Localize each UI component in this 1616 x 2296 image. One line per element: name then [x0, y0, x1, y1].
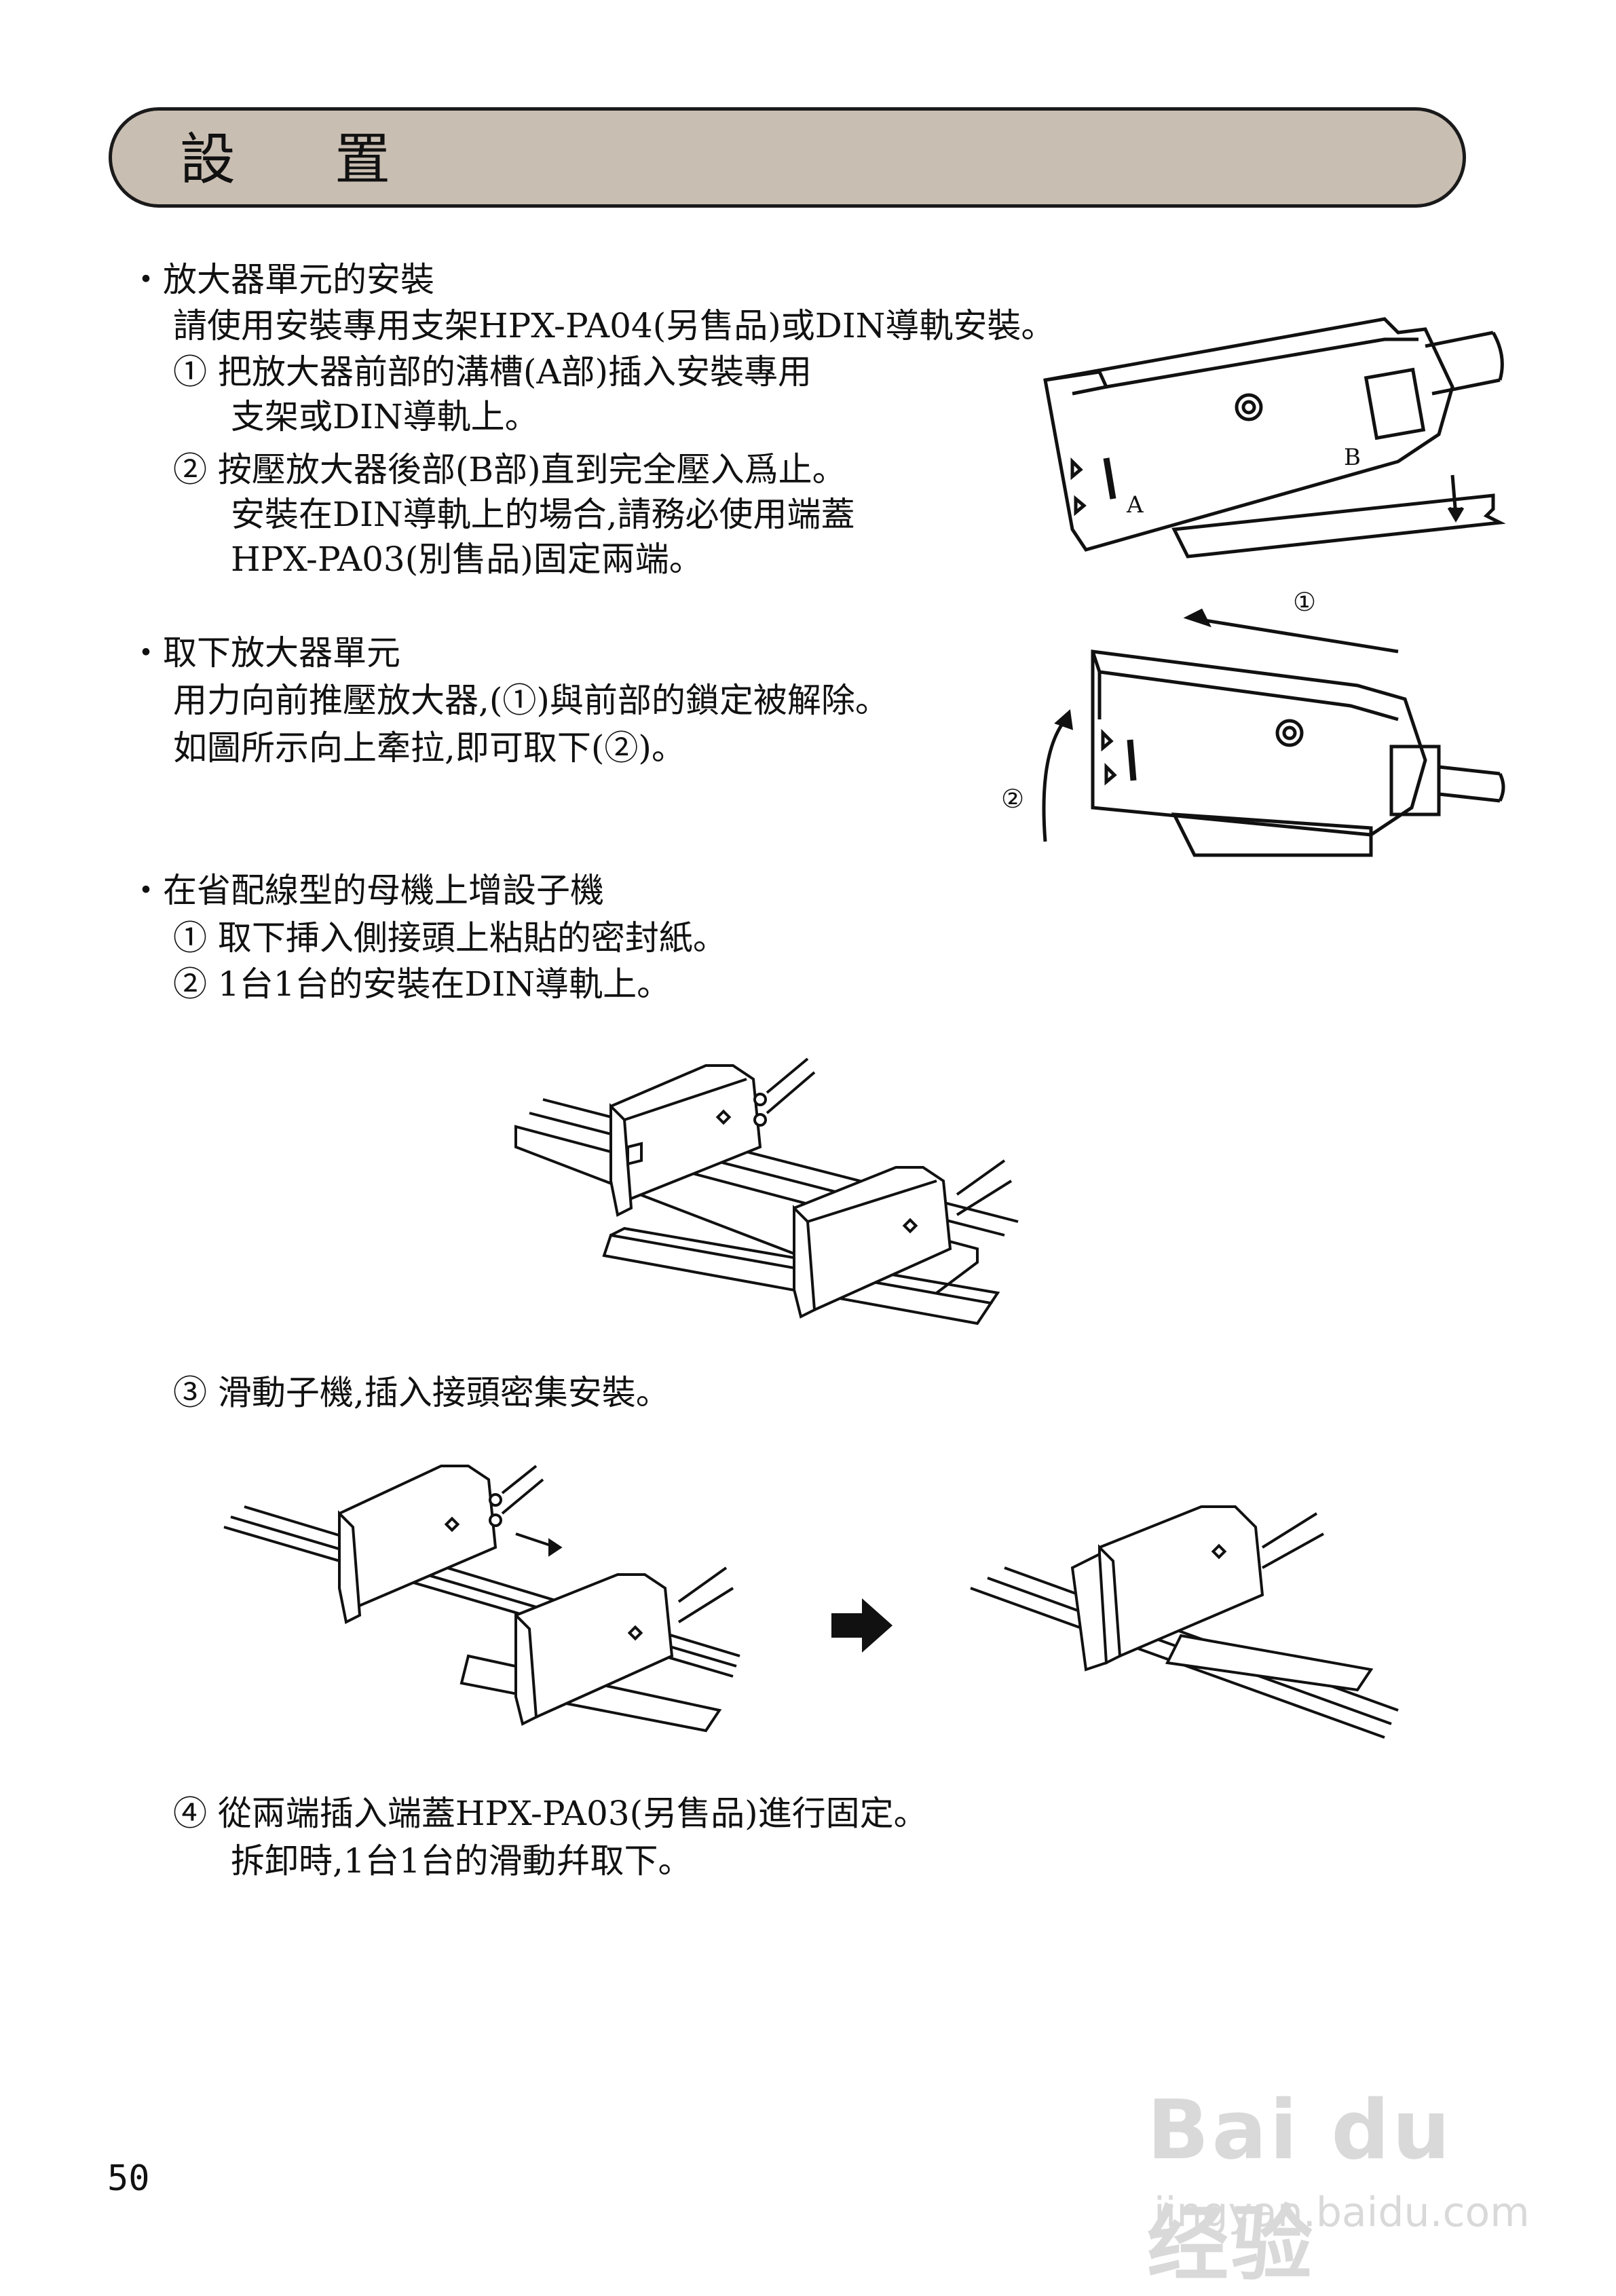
section-header-bar: 設 置	[109, 107, 1466, 208]
install-step1-line1: ① 把放大器前部的溝槽(A部)插入安裝專用	[173, 352, 812, 392]
remove-heading: ・取下放大器單元	[129, 633, 400, 673]
add-sub-heading: ・在省配線型的母機上增設子機	[129, 871, 604, 910]
install-step2-line3: HPX-PA03(別售品)固定兩端。	[231, 540, 703, 579]
install-step2-line2: 安裝在DIN導軌上的場合,請務必使用端蓋	[231, 495, 855, 534]
add-sub-step3: ③ 滑動子機,插入接頭密集安裝。	[173, 1373, 670, 1412]
remove-line1: 用力向前推壓放大器,(①)與前部的鎖定被解除。	[173, 681, 889, 720]
add-sub-step4-line2: 拆卸時,1台1台的滑動幷取下。	[231, 1841, 692, 1881]
remove-line2: 如圖所示向上牽拉,即可取下(②)。	[173, 728, 685, 768]
install-heading: ・放大器單元的安裝	[129, 260, 434, 299]
label-b: B	[1344, 444, 1361, 471]
slide-units-figure	[223, 1465, 740, 1733]
next-step-arrow-icon	[831, 1598, 892, 1653]
add-sub-step2: ② 1台1台的安裝在DIN導軌上。	[173, 964, 671, 1004]
remove-diagram: ① ②	[1001, 587, 1505, 857]
two-units-rail-figure	[514, 1057, 1019, 1325]
label-a: A	[1126, 491, 1144, 519]
add-sub-step4-line1: ④ 從兩端插入端蓋HPX-PA03(另售品)進行固定。	[173, 1794, 928, 1833]
install-diagram: A B	[1043, 317, 1506, 559]
page-title: 設 置	[180, 128, 432, 192]
watermark-url: jingyan.baidu.com	[1154, 2189, 1530, 2236]
watermark-logo: Bai du 经验	[1147, 2084, 1453, 2292]
label-1: ①	[1293, 587, 1316, 617]
page-number: 50	[107, 2158, 150, 2199]
install-step1-line2: 支架或DIN導軌上。	[231, 397, 539, 436]
add-sub-step1: ① 取下挿入側接頭上粘貼的密封紙。	[173, 918, 727, 958]
install-intro: 請使用安裝專用支架HPX-PA04(另售品)或DIN導軌安裝。	[173, 306, 1055, 345]
baidu-watermark: Bai du 经验 jingyan.baidu.com	[1147, 2036, 1530, 2292]
result-units-figure	[970, 1505, 1399, 1739]
label-2: ②	[1001, 784, 1024, 814]
install-step2-line1: ② 按壓放大器後部(B部)直到完全壓入爲止。	[173, 450, 846, 489]
